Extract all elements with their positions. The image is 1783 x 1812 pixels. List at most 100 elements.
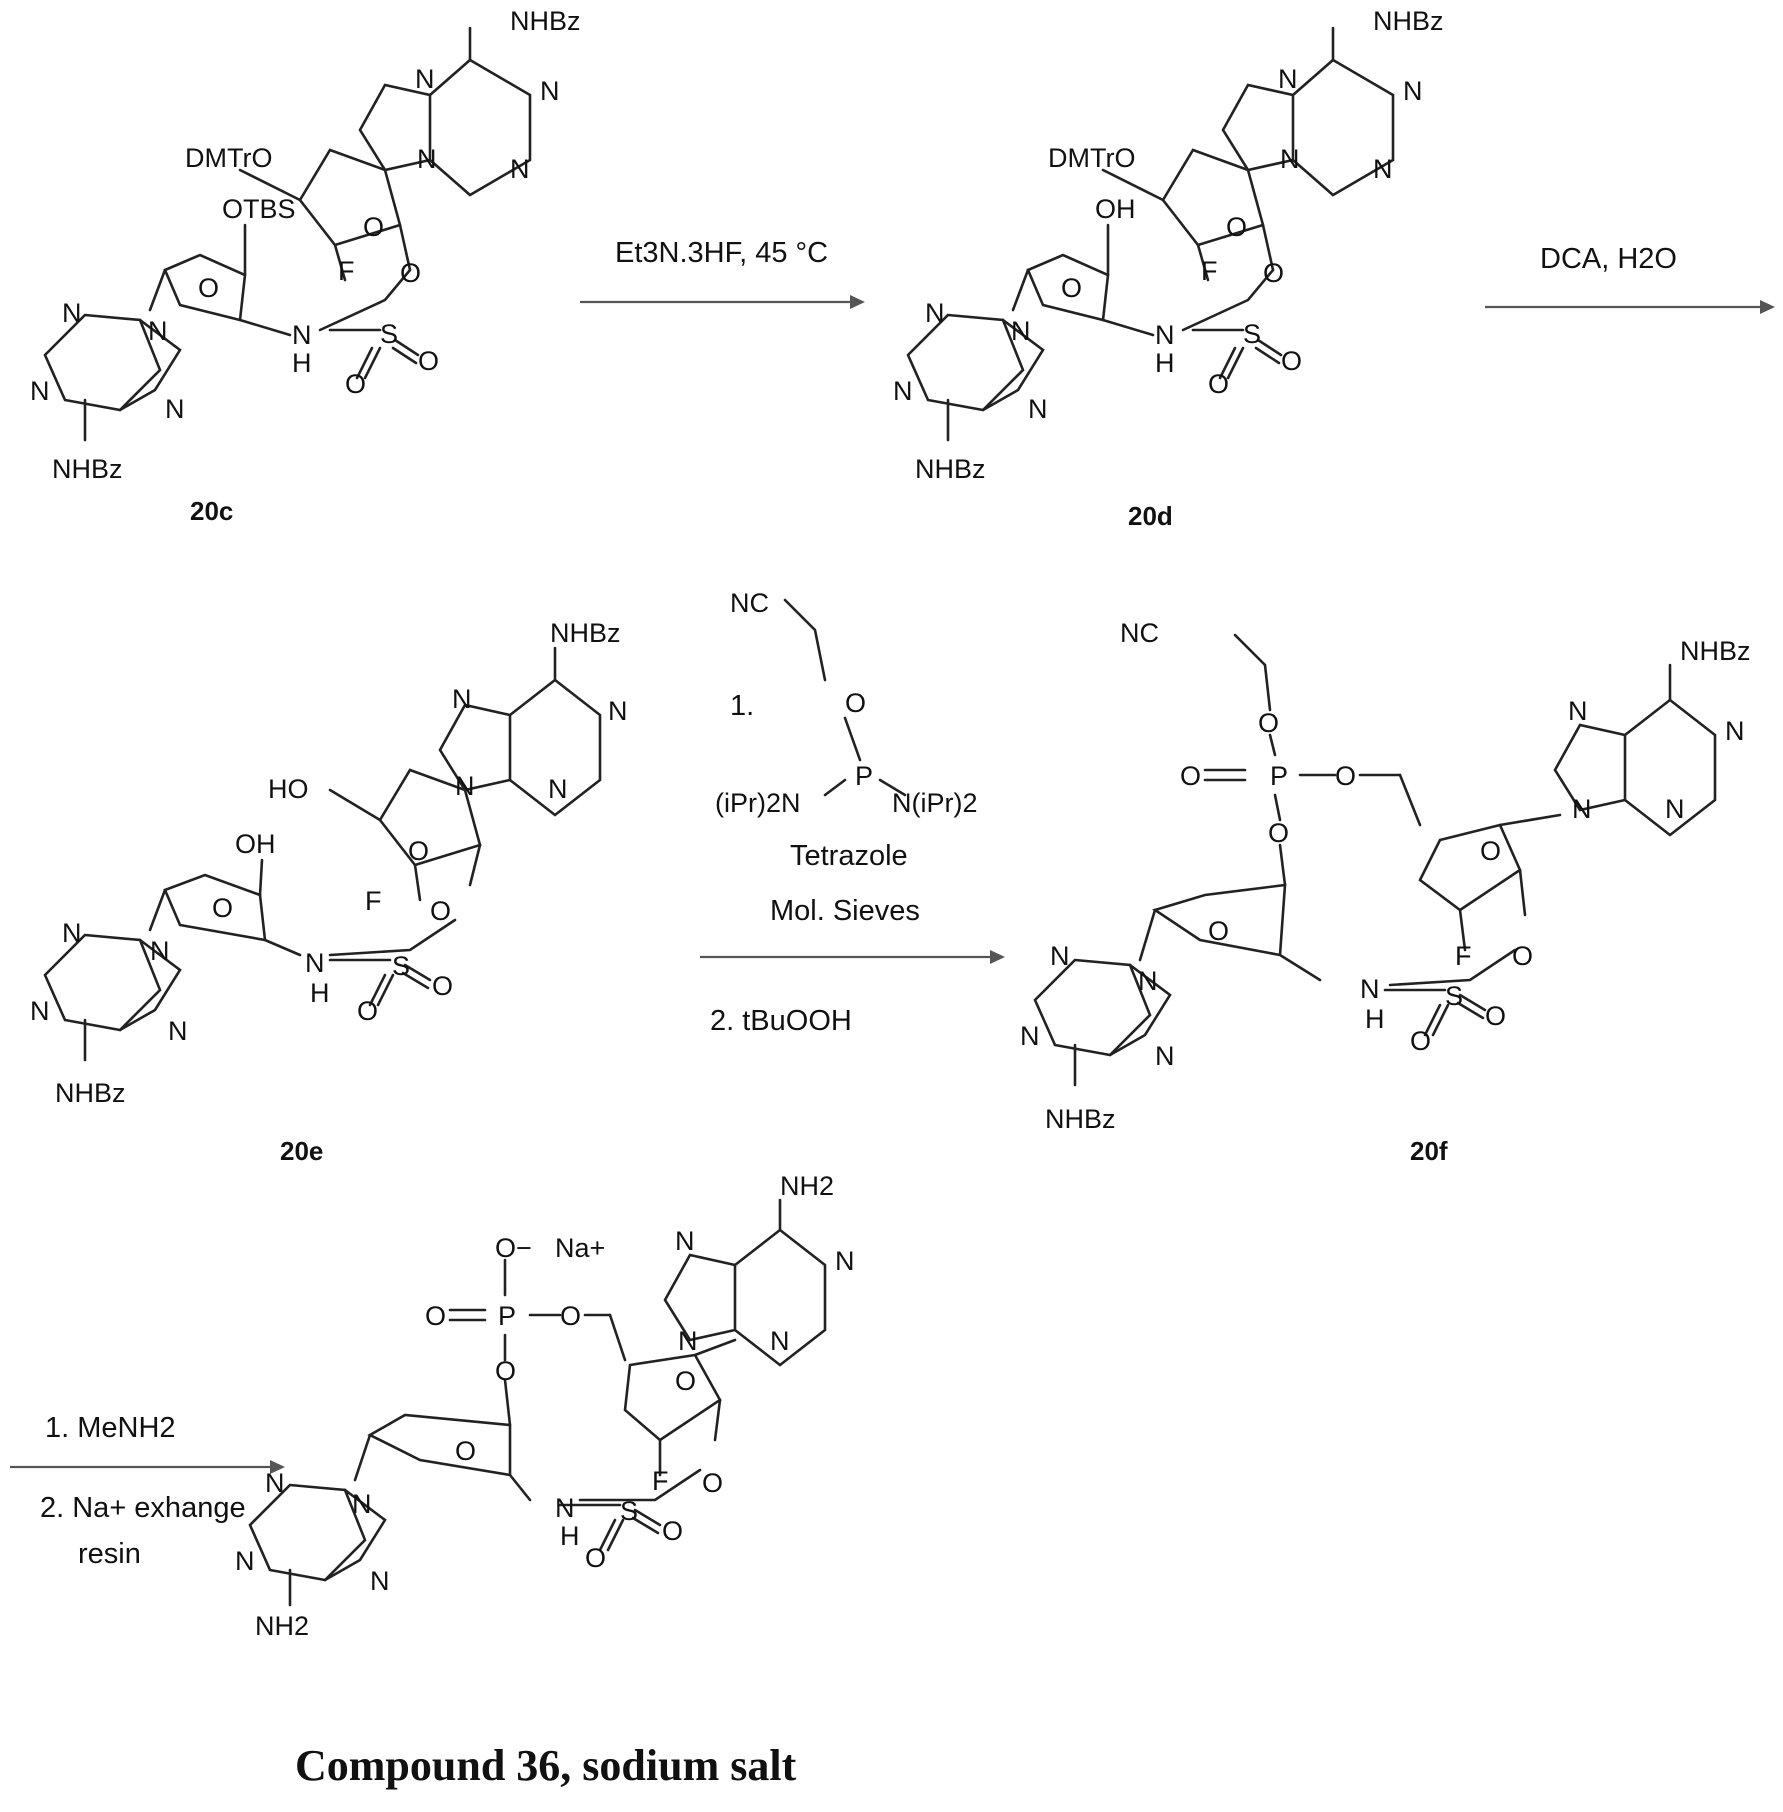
svg-text:N: N — [925, 298, 945, 328]
svg-text:O: O — [363, 212, 384, 242]
svg-text:N: N — [608, 696, 628, 726]
svg-text:N: N — [265, 1468, 285, 1498]
svg-text:O: O — [1226, 212, 1247, 242]
svg-text:O: O — [400, 258, 421, 288]
svg-text:H: H — [1365, 1004, 1385, 1034]
svg-text:N: N — [1360, 974, 1380, 1004]
svg-text:N: N — [1572, 794, 1592, 824]
svg-text:O: O — [1335, 761, 1356, 791]
svg-text:N: N — [235, 1546, 255, 1576]
svg-text:N: N — [1020, 1021, 1040, 1051]
svg-text:O: O — [1480, 836, 1501, 866]
svg-text:O: O — [1410, 1026, 1431, 1056]
compound-label-20d: 20d — [1128, 501, 1173, 531]
svg-text:O: O — [1512, 941, 1533, 971]
svg-text:F: F — [1201, 256, 1218, 286]
compound-label-20e: 20e — [280, 1136, 323, 1166]
svg-text:O: O — [1263, 258, 1284, 288]
svg-text:N: N — [835, 1246, 855, 1276]
svg-text:N: N — [893, 376, 913, 406]
svg-text:N: N — [168, 1016, 188, 1046]
svg-text:NHBz: NHBz — [510, 6, 581, 36]
svg-text:S: S — [380, 319, 398, 349]
svg-text:O: O — [455, 1436, 476, 1466]
svg-text:NHBz: NHBz — [550, 618, 621, 648]
svg-text:O: O — [345, 369, 366, 399]
svg-text:O: O — [662, 1516, 683, 1546]
svg-text:N: N — [305, 948, 325, 978]
svg-text:O: O — [1180, 761, 1201, 791]
svg-text:N: N — [510, 154, 530, 184]
svg-text:O: O — [1258, 708, 1279, 738]
svg-text:N: N — [1155, 1041, 1175, 1071]
svg-text:Na+: Na+ — [555, 1233, 605, 1263]
svg-text:O: O — [1281, 346, 1302, 376]
svg-text:O: O — [560, 1301, 581, 1331]
svg-text:N: N — [1138, 966, 1158, 996]
svg-text:O: O — [702, 1468, 723, 1498]
structure-20c: NHBz N N N N DMTrO OTBS F O O O N N N N … — [30, 6, 581, 526]
svg-text:N: N — [62, 298, 82, 328]
svg-text:H: H — [292, 348, 312, 378]
svg-text:O: O — [198, 273, 219, 303]
svg-text:O: O — [430, 896, 451, 926]
svg-text:N: N — [770, 1326, 790, 1356]
step-2-condition: DCA, H2O — [1540, 243, 1677, 275]
svg-text:N: N — [150, 936, 170, 966]
step-3-condition-2: Tetrazole — [790, 840, 908, 872]
svg-text:O: O — [408, 836, 429, 866]
step-1-condition: Et3N.3HF, 45 °C — [615, 237, 828, 269]
svg-text:O: O — [675, 1366, 696, 1396]
svg-text:N: N — [1568, 696, 1588, 726]
svg-text:F: F — [1455, 941, 1472, 971]
svg-text:NHBz: NHBz — [1373, 6, 1444, 36]
step-3-condition-1: 1. — [730, 690, 754, 722]
svg-text:O: O — [1061, 273, 1082, 303]
svg-text:N: N — [1280, 144, 1300, 174]
svg-text:NH2: NH2 — [255, 1611, 309, 1641]
svg-text:DMTrO: DMTrO — [185, 143, 272, 173]
svg-text:O: O — [1208, 369, 1229, 399]
svg-text:OH: OH — [1095, 194, 1136, 224]
svg-text:NC: NC — [1120, 618, 1159, 648]
svg-text:N: N — [30, 996, 50, 1026]
svg-text:N: N — [1373, 154, 1393, 184]
compound-label-20f: 20f — [1410, 1136, 1448, 1166]
svg-text:O: O — [845, 688, 866, 718]
reaction-arrow-3: NC O P (iPr)2N N(iPr)2 1. Tetrazole Mol.… — [700, 588, 1005, 1037]
svg-text:P: P — [855, 761, 873, 791]
svg-text:OTBS: OTBS — [222, 194, 296, 224]
svg-text:N: N — [1028, 394, 1048, 424]
svg-text:N: N — [675, 1226, 695, 1256]
svg-text:O: O — [212, 893, 233, 923]
svg-text:N: N — [352, 1489, 372, 1519]
reaction-arrow-1: Et3N.3HF, 45 °C — [580, 237, 865, 309]
svg-text:N(iPr)2: N(iPr)2 — [892, 788, 978, 818]
svg-text:P: P — [498, 1301, 516, 1331]
svg-text:S: S — [392, 951, 410, 981]
svg-text:O: O — [432, 971, 453, 1001]
svg-text:NHBz: NHBz — [915, 454, 986, 484]
svg-text:(iPr)2N: (iPr)2N — [715, 788, 801, 818]
svg-text:N: N — [1665, 794, 1685, 824]
svg-text:N: N — [415, 64, 435, 94]
svg-text:DMTrO: DMTrO — [1048, 143, 1135, 173]
step-3-condition-4: 2. tBuOOH — [710, 1005, 852, 1037]
svg-text:NHBz: NHBz — [1045, 1104, 1116, 1134]
svg-text:N: N — [165, 394, 185, 424]
svg-text:F: F — [338, 256, 355, 286]
svg-text:F: F — [652, 1466, 669, 1496]
svg-text:H: H — [310, 978, 330, 1008]
step-4-condition-2: 2. Na+ exhange — [40, 1492, 246, 1524]
svg-text:OH: OH — [235, 829, 276, 859]
svg-text:NHBz: NHBz — [1680, 636, 1751, 666]
svg-text:O: O — [357, 996, 378, 1026]
svg-text:N: N — [370, 1566, 390, 1596]
svg-text:N: N — [1403, 76, 1423, 106]
svg-text:N: N — [1011, 316, 1031, 346]
svg-text:S: S — [1445, 981, 1463, 1011]
svg-text:NC: NC — [730, 588, 769, 618]
compound-label-36: Compound 36, sodium salt — [295, 1741, 797, 1790]
